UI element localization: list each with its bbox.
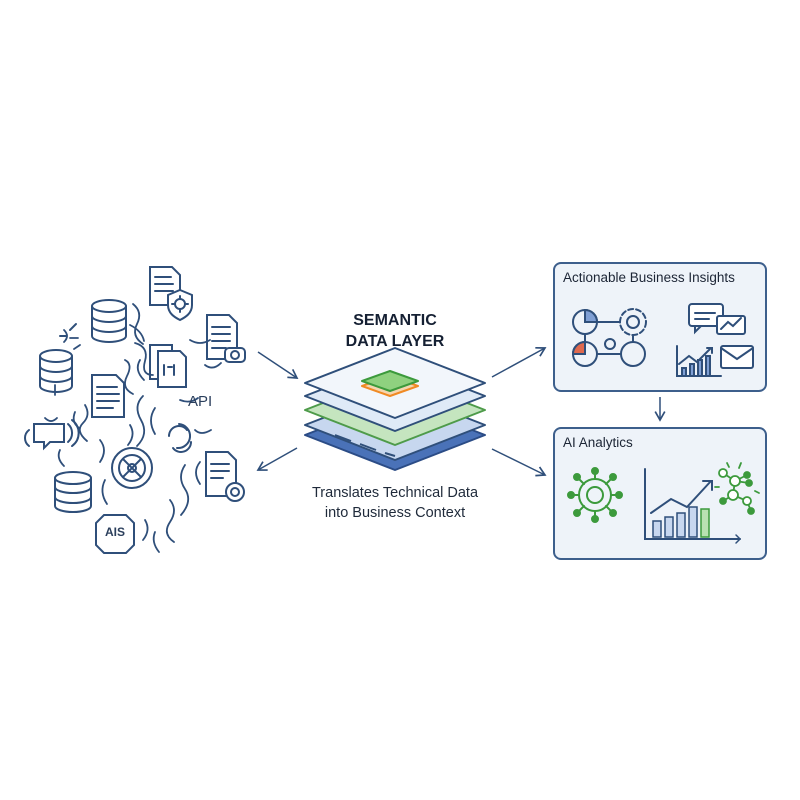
pie-chart-icon (572, 308, 599, 335)
chat-bubble-icon (24, 419, 80, 451)
arrow-layer-to-sources (256, 447, 298, 471)
cloud-sync-icon (168, 423, 192, 453)
semantic-layer-caption: Translates Technical Data into Business … (290, 483, 500, 523)
stacked-files-icon (149, 344, 187, 388)
flow-arrows (256, 346, 666, 477)
insights-panel: Actionable Business Insights (553, 262, 767, 392)
database-icon (54, 471, 92, 513)
semantic-layer-title-line1: SEMANTIC (353, 312, 437, 329)
molecule-network-icon (714, 462, 760, 515)
insights-panel-title: Actionable Business Insights (563, 270, 735, 285)
ais-badge-icon (95, 514, 135, 554)
semantic-layer-title: SEMANTIC DATA LAYER (300, 310, 490, 352)
ais-badge-label: AIS (104, 525, 125, 539)
analytics-panel: AI Analytics (553, 427, 767, 560)
analytics-icons (567, 462, 760, 544)
stack-layer-dashes (334, 434, 396, 457)
arrow-sources-to-layer (257, 351, 299, 379)
semantic-layer-stack (304, 347, 486, 471)
connector-line (584, 321, 621, 343)
arrow-layer-to-analytics (491, 448, 547, 477)
document-icon (206, 314, 238, 360)
database-icon (39, 349, 73, 393)
growth-chart-icon (644, 468, 742, 544)
caption-line2: into Business Context (324, 505, 466, 521)
gear-shield-icon (167, 288, 193, 322)
chat-bubble-icon (688, 303, 724, 335)
bar-chart-icon (676, 345, 722, 377)
semantic-layer-title-line2: DATA LAYER (345, 333, 445, 350)
arrow-layer-to-insights (491, 346, 547, 378)
trend-chart-icon (716, 315, 746, 335)
pie-chart-icon (619, 308, 647, 336)
node-graph-icon (571, 334, 646, 367)
camera-icon (224, 347, 246, 363)
neural-hub-icon (567, 467, 623, 523)
connector-lines (44, 303, 222, 553)
insights-icons (571, 303, 754, 377)
database-icon (91, 299, 127, 343)
connector-tick (59, 323, 77, 337)
search-document-icon (205, 451, 245, 502)
network-hub-icon (111, 447, 153, 489)
caption-line1: Translates Technical Data (311, 485, 479, 501)
api-label: API (188, 393, 213, 410)
data-sources-cluster (24, 266, 246, 554)
green-chip (361, 370, 419, 392)
document-icon (91, 374, 125, 418)
mail-icon (720, 345, 754, 369)
analytics-panel-title: AI Analytics (563, 435, 633, 450)
